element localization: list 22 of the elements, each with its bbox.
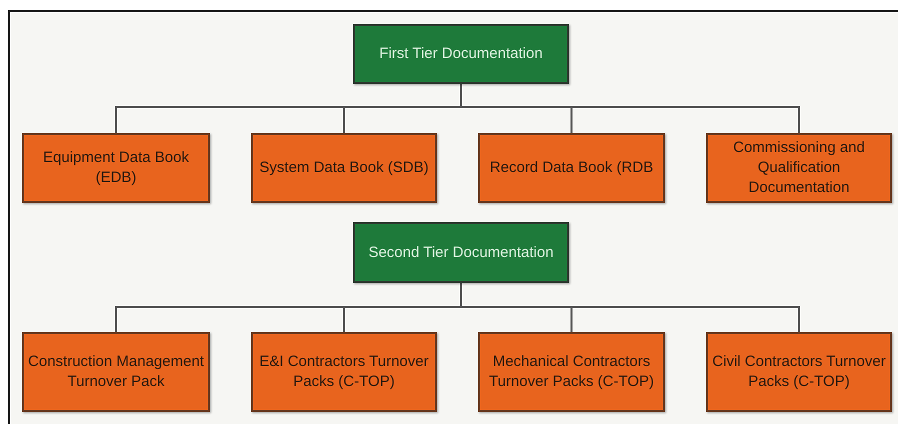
connector-line <box>460 84 800 133</box>
box-label: System Data Book (SDB) <box>259 158 429 178</box>
document-box <box>251 332 437 412</box>
box-label: Mechanical Contractors Turnover Packs (C-TOP) <box>488 352 656 392</box>
document-box <box>22 133 210 203</box>
connector-line <box>460 283 800 332</box>
box-label: Commissioning and Qualification Documentation <box>732 138 866 198</box>
document-box <box>251 133 437 203</box>
document-box <box>22 332 210 412</box>
box-label: Civil Contractors Turnover Packs (C-TOP) <box>712 352 886 392</box>
box-label: First Tier Documentation <box>379 44 543 64</box>
document-box <box>478 133 665 203</box>
document-box <box>706 133 892 203</box>
box-label: Construction Management Turnover Pack <box>28 352 204 392</box>
box-label: Record Data Book (RDB <box>490 158 654 178</box>
box-label: Equipment Data Book (EDB) <box>42 148 190 188</box>
document-box <box>706 332 892 412</box>
tier-heading-box <box>353 222 569 283</box>
box-label: Second Tier Documentation <box>368 242 554 262</box>
tier-heading-box <box>353 24 569 84</box>
box-label: E&I Contractors Turnover Packs (C-TOP) <box>258 352 430 392</box>
document-box <box>478 332 665 412</box>
